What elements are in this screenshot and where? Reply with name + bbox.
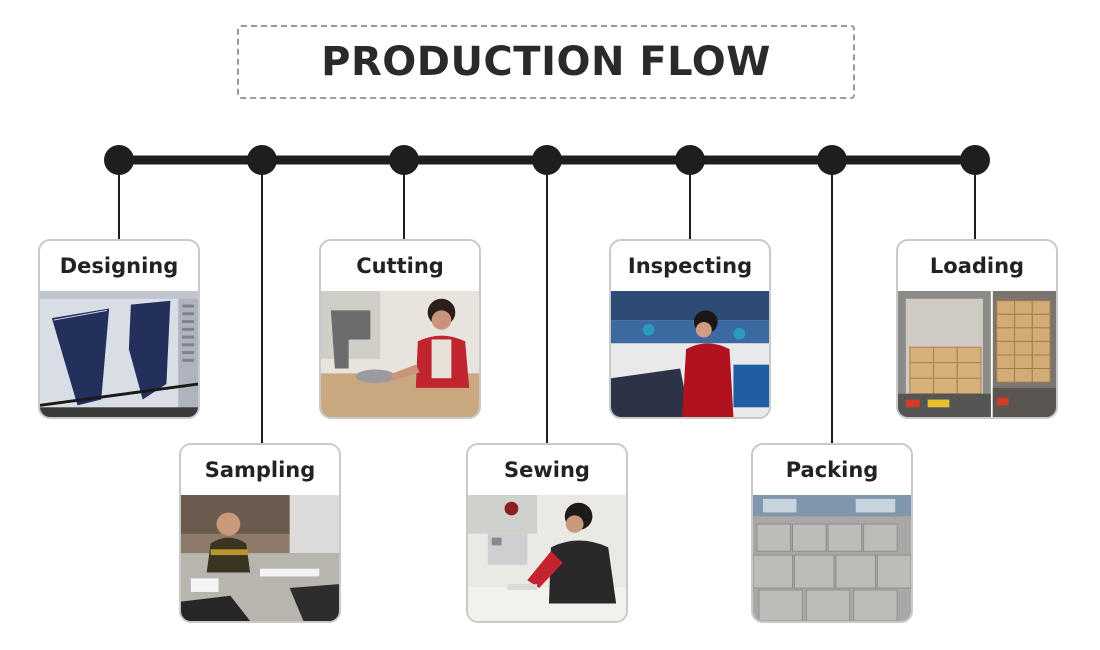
step-card-loading: Loading bbox=[896, 239, 1058, 419]
step-label-cutting: Cutting bbox=[356, 254, 444, 278]
node-inspecting bbox=[675, 145, 705, 175]
node-cutting bbox=[389, 145, 419, 175]
step-card-cutting: Cutting bbox=[319, 239, 481, 419]
step-card-sampling: Sampling bbox=[179, 443, 341, 623]
packing-photo bbox=[753, 495, 911, 621]
sewing-photo bbox=[468, 495, 626, 621]
node-packing bbox=[817, 145, 847, 175]
step-label-inspecting: Inspecting bbox=[627, 254, 753, 278]
step-label-sampling: Sampling bbox=[204, 458, 316, 482]
step-card-designing: Designing bbox=[38, 239, 200, 419]
page-title: PRODUCTION FLOW bbox=[321, 39, 771, 85]
step-card-sewing: Sewing bbox=[466, 443, 628, 623]
step-label-packing: Packing bbox=[785, 458, 879, 482]
sampling-photo bbox=[181, 495, 339, 621]
loading-photo bbox=[898, 291, 1056, 417]
inspecting-photo bbox=[611, 291, 769, 417]
node-designing bbox=[104, 145, 134, 175]
step-card-packing: Packing bbox=[751, 443, 913, 623]
step-label-sewing: Sewing bbox=[504, 458, 590, 482]
step-label-designing: Designing bbox=[59, 254, 179, 278]
node-loading bbox=[960, 145, 990, 175]
step-card-inspecting: Inspecting bbox=[609, 239, 771, 419]
step-label-loading: Loading bbox=[929, 254, 1025, 278]
node-sampling bbox=[247, 145, 277, 175]
cutting-photo bbox=[321, 291, 479, 417]
title-box: PRODUCTION FLOW bbox=[237, 25, 855, 99]
pattern-design-photo bbox=[40, 291, 198, 417]
node-sewing bbox=[532, 145, 562, 175]
